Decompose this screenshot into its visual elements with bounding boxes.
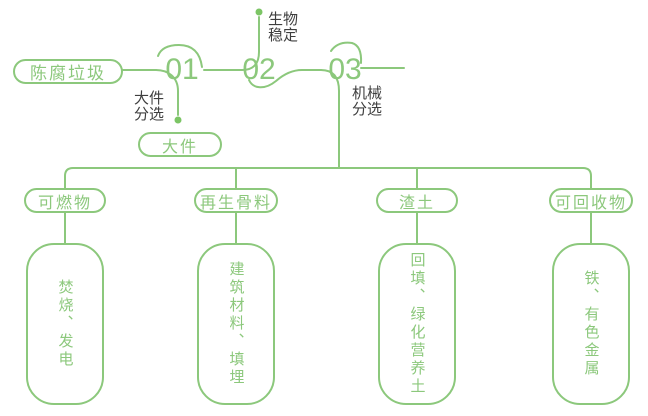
branch-node-recyclables: 可回收物 (549, 188, 633, 213)
label-mechanical-sorting: 机械 分选 (352, 86, 382, 118)
dot-large-item (174, 116, 182, 124)
detail-box-combustibles: 焚烧、发电 (26, 243, 104, 405)
dot-bio-stabilize (255, 8, 263, 16)
label-line: 大件 (134, 90, 165, 107)
branch-node-combustibles: 可燃物 (24, 188, 106, 213)
output-node-large-item: 大件 (138, 132, 222, 157)
source-node: 陈腐垃圾 (13, 59, 123, 84)
detail-text: 回填、绿化营养土 (408, 252, 426, 396)
label-line: 生物 (268, 11, 299, 28)
detail-box-recyclables: 铁、有色金属 (552, 243, 630, 405)
branch-node-recycled-aggregate: 再生骨料 (194, 188, 278, 213)
step-number-03: 03 (328, 53, 362, 86)
detail-text: 焚烧、发电 (56, 279, 74, 369)
label-line: 分选 (352, 101, 383, 118)
label-large-item-sorting: 大件 分选 (134, 91, 164, 123)
line-03-trunk (320, 69, 340, 169)
branch-node-slag-soil: 渣土 (376, 188, 458, 213)
detail-text: 建筑材料、填埋 (227, 261, 245, 387)
line-01-descender (155, 69, 179, 116)
arc-over-01 (157, 43, 203, 68)
detail-box-recycled-aggregate: 建筑材料、填埋 (197, 243, 275, 405)
detail-box-slag-soil: 回填、绿化营养土 (378, 243, 456, 405)
label-line: 机械 (352, 85, 383, 102)
label-line: 稳定 (268, 27, 299, 44)
detail-text: 铁、有色金属 (582, 270, 600, 378)
step-number-01: 01 (165, 53, 199, 86)
label-line: 分选 (134, 106, 165, 123)
step-number-02: 02 (242, 53, 276, 86)
branch-rail (64, 167, 592, 189)
label-bio-stabilization: 生物 稳定 (268, 12, 298, 44)
line-01-to-02 (203, 16, 260, 71)
arc-over-03 (330, 41, 363, 64)
line-02-to-03 (248, 69, 322, 89)
